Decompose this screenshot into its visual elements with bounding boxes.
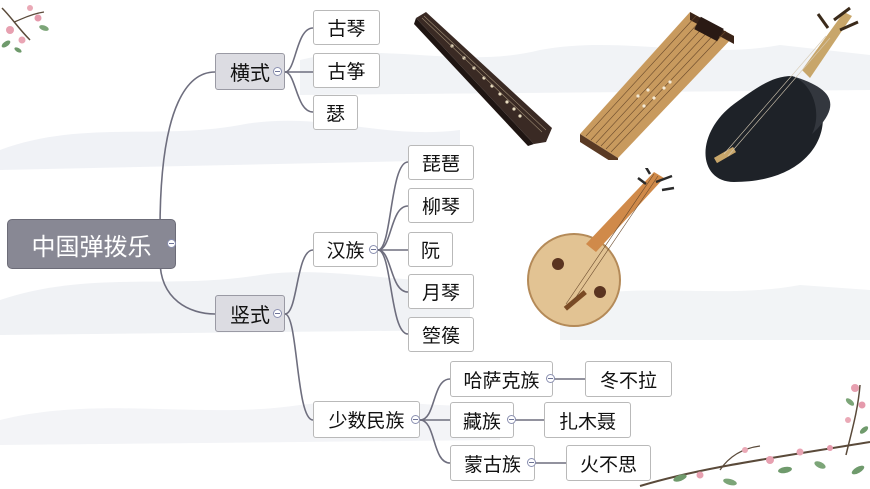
plum-blossom-decoration [1,5,49,53]
leaf-label: 箜篌 [421,325,460,347]
leaf-node-pipa[interactable]: 琵琶 [408,145,474,180]
branch-label: 竖式 [230,303,270,327]
leaf-label: 瑟 [325,103,345,125]
leaf-label: 古琴 [327,18,366,40]
instrument-label: 扎木聂 [558,410,616,433]
leaf-label: 月琴 [421,282,460,304]
subbranch-label: 少数民族 [328,410,405,432]
instrument-label: 冬不拉 [599,369,657,392]
instrument-node-dombra[interactable]: 冬不拉 [585,361,672,397]
instrument-node-huobusi[interactable]: 火不思 [566,445,651,481]
root-node[interactable]: 中国弹拨乐 [7,219,176,269]
subbranch-node-han[interactable]: 汉族 [313,232,378,267]
branch-label: 横式 [230,61,270,85]
collapse-icon[interactable] [527,458,536,467]
ruan-image [527,168,675,327]
root-label: 中国弹拨乐 [31,232,152,261]
ethnic-node-mongol[interactable]: 蒙古族 [450,445,535,481]
leaf-label: 柳琴 [421,196,460,218]
leaf-node-guqin[interactable]: 古琴 [313,10,380,45]
leaf-node-guzheng[interactable]: 古筝 [313,53,380,88]
pipa-image [705,6,859,182]
ethnic-node-tibetan[interactable]: 藏族 [450,402,514,438]
leaf-node-liuqin[interactable]: 柳琴 [408,188,474,223]
leaf-node-ruan[interactable]: 阮 [408,232,453,267]
collapse-icon[interactable] [369,245,378,254]
leaf-node-konghou[interactable]: 箜篌 [408,317,474,352]
collapse-icon[interactable] [507,415,516,424]
instrument-node-dramyin[interactable]: 扎木聂 [544,402,631,438]
subbranch-node-minority[interactable]: 少数民族 [313,401,420,438]
ethnic-label: 蒙古族 [463,453,521,476]
instrument-label: 火不思 [579,453,637,476]
collapse-icon[interactable] [411,415,420,424]
leaf-label: 古筝 [327,61,366,83]
plum-blossom-branch [639,384,870,487]
collapse-icon[interactable] [273,309,282,318]
ethnic-label: 藏族 [462,410,501,433]
leaf-label: 琵琶 [421,153,460,175]
guzheng-image [580,12,734,160]
ethnic-label: 哈萨克族 [463,369,540,392]
ethnic-node-kazakh[interactable]: 哈萨克族 [450,361,553,397]
leaf-node-se[interactable]: 瑟 [313,95,358,130]
collapse-icon[interactable] [273,67,282,76]
subbranch-label: 汉族 [326,240,365,262]
leaf-node-yueqin[interactable]: 月琴 [408,274,474,309]
guqin-image [414,12,552,146]
collapse-icon[interactable] [546,374,555,383]
collapse-icon[interactable] [167,239,176,248]
leaf-label: 阮 [420,240,440,262]
